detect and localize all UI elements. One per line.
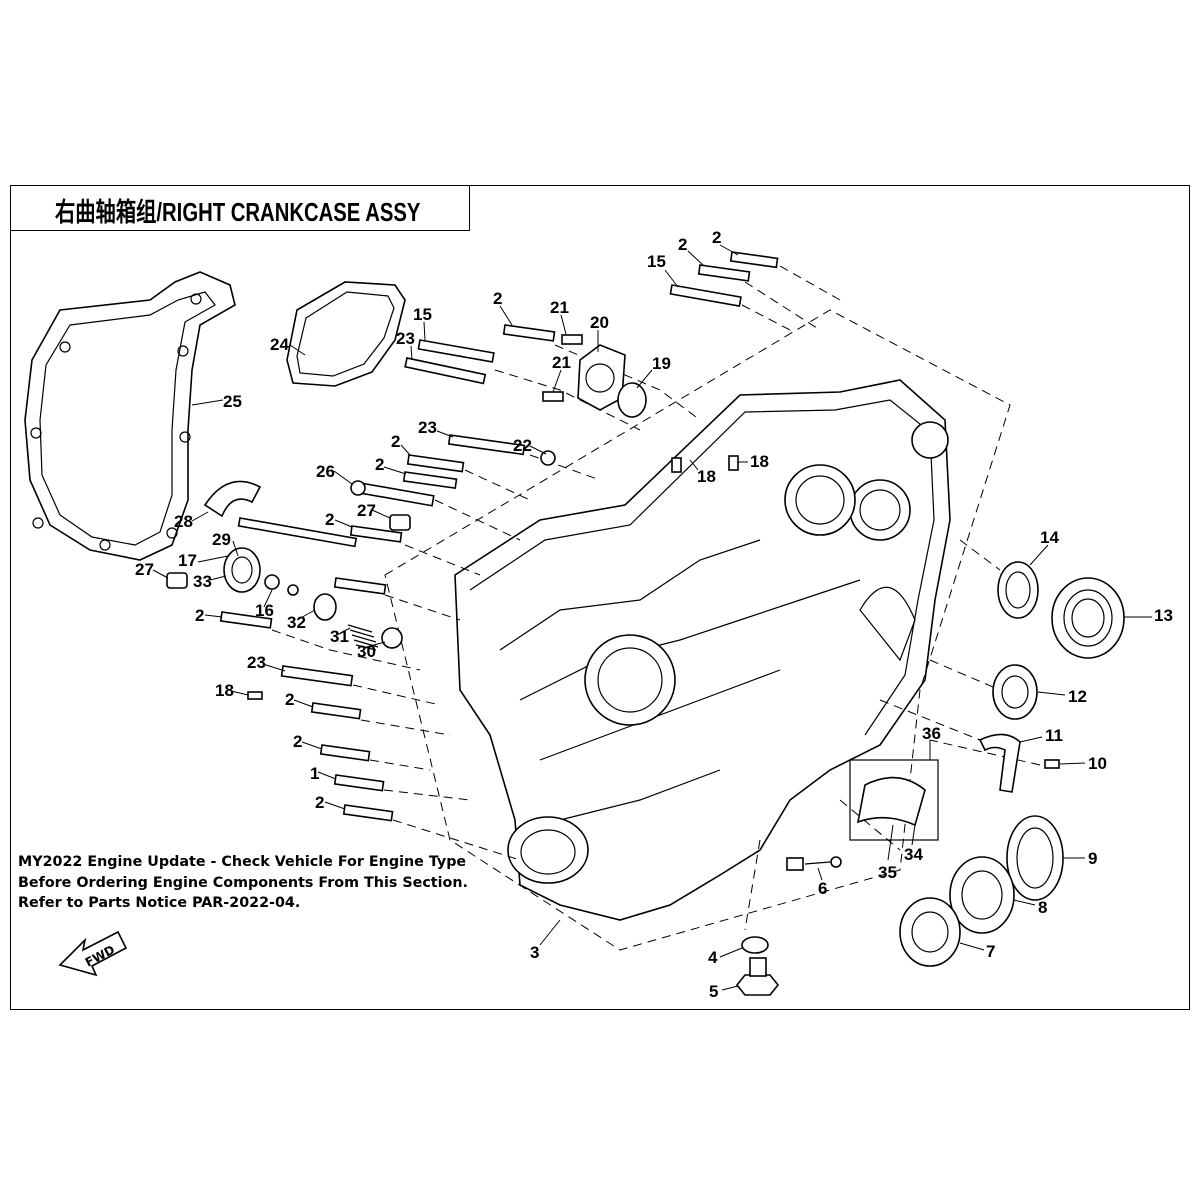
callout-21: 21 [552,353,571,372]
callout-2: 2 [375,455,384,474]
callout-21: 21 [550,298,569,317]
callout-23: 23 [396,329,415,348]
callout-2: 2 [315,793,324,812]
callout-19: 19 [652,354,671,373]
callout-32: 32 [287,613,306,632]
callout-15: 15 [413,305,432,324]
callout-2: 2 [712,228,721,247]
callout-2: 2 [391,432,400,451]
callout-29: 29 [212,530,231,549]
callout-labels: 2 2 15 2 21 20 15 23 21 19 24 25 23 22 1… [135,228,1173,1001]
callout-2: 2 [678,235,687,254]
callout-23: 23 [418,418,437,437]
callout-leaders [152,244,1152,991]
callout-8: 8 [1038,898,1047,917]
callout-26: 26 [316,462,335,481]
small-cover-gasket [286,281,406,387]
callout-18: 18 [215,681,234,700]
callout-2: 2 [325,510,334,529]
callout-2: 2 [195,606,204,625]
forward-direction-arrow: FWD [58,930,128,977]
callout-24: 24 [270,335,289,354]
callout-2: 2 [285,690,294,709]
notice-line: Refer to Parts Notice PAR-2022-04. [18,895,301,911]
callout-20: 20 [590,313,609,332]
callout-30: 30 [357,642,376,661]
callout-35: 35 [878,863,897,882]
engine-update-notice: MY2022 Engine Update - Check Vehicle For… [18,852,468,914]
callout-27: 27 [357,501,376,520]
cover-gasket [24,271,236,561]
callout-11: 11 [1045,726,1063,745]
callout-10: 10 [1088,754,1107,773]
callout-18: 18 [697,467,716,486]
callout-2: 2 [493,289,502,308]
bolt-set [219,251,1060,822]
callout-6: 6 [818,879,827,898]
callout-15: 15 [647,252,666,271]
notice-line: Before Ordering Engine Components From T… [18,874,468,891]
callout-1: 1 [310,764,319,783]
callout-4: 4 [708,948,718,967]
callout-33: 33 [193,572,212,591]
callout-5: 5 [709,982,718,1001]
callout-13: 13 [1154,606,1173,625]
callout-28: 28 [174,512,193,531]
callout-34: 34 [904,845,923,864]
callout-31: 31 [330,627,349,646]
drawing-frame [10,185,1190,1010]
callout-27: 27 [135,560,154,579]
callout-22: 22 [513,436,532,455]
page-title: 右曲轴箱组/RIGHT CRANKCASE ASSY [55,197,421,227]
callout-7: 7 [986,942,995,961]
callout-2: 2 [293,732,302,751]
callout-23: 23 [247,653,266,672]
assembly-envelope [384,309,1011,951]
callout-12: 12 [1068,687,1087,706]
callout-16: 16 [255,601,274,620]
callout-3: 3 [530,943,539,962]
callout-17: 17 [178,551,197,570]
callout-18: 18 [750,452,769,471]
notice-line: MY2022 Engine Update - Check Vehicle For… [18,854,467,870]
callout-14: 14 [1040,528,1059,547]
callout-36: 36 [922,724,941,743]
crankcase-body [454,379,951,921]
callout-9: 9 [1088,849,1097,868]
small-parts [166,344,1125,996]
callout-25: 25 [223,392,242,411]
title-box: 右曲轴箱组/RIGHT CRANKCASE ASSY [10,185,470,231]
